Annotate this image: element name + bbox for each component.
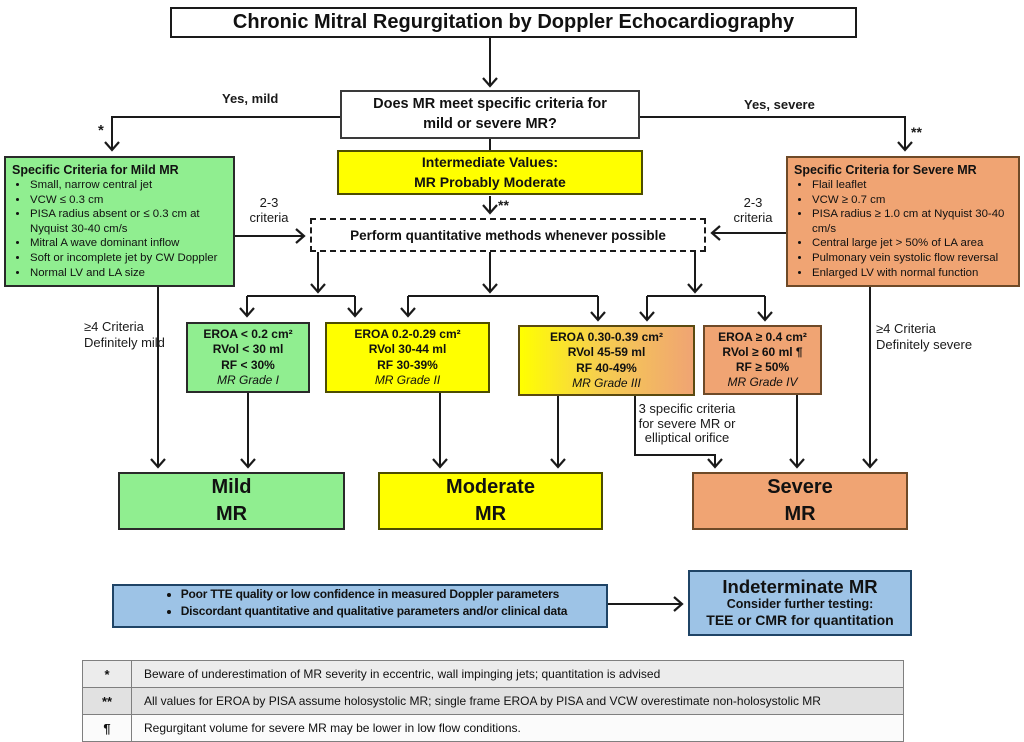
indeterminate-title: Indeterminate MR	[722, 576, 878, 598]
footnote-symbol: **	[83, 688, 132, 714]
bullet-item: Enlarged LV with normal function	[811, 266, 1012, 281]
label-ge4-definitely-severe: ≥4 Criteria Definitely severe	[876, 321, 973, 353]
bullet-item: VCW ≥ 0.7 cm	[811, 193, 1012, 208]
mild-criteria-list: Small, narrow central jetVCW ≤ 0.3 cmPIS…	[12, 178, 227, 280]
label-3-specific-criteria: 3 specific criteria for severe MR or ell…	[638, 401, 736, 446]
bullet-item: PISA radius ≥ 1.0 cm at Nyquist 30-40 cm…	[811, 207, 1012, 236]
uncertainty-list: Poor TTE quality or low confidence in me…	[153, 586, 568, 621]
grade2-label: MR Grade II	[374, 372, 441, 387]
label-ge4-definitely-mild: ≥4 Criteria Definitely mild	[84, 319, 165, 351]
page-title: Chronic Mitral Regurgitation by Doppler …	[170, 7, 857, 38]
grade1-rf: RF < 30%	[221, 357, 275, 372]
footnote-symbol: ¶	[83, 715, 132, 741]
arrow-yes-severe	[640, 116, 913, 152]
footnote-doublestar-marker-right: **	[911, 124, 922, 140]
grade4-rvol: RVol ≥ 60 ml ¶	[722, 344, 803, 359]
bullet-item: VCW ≤ 0.3 cm	[29, 193, 227, 208]
indeterminate-mr-box: Indeterminate MR Consider further testin…	[688, 570, 912, 636]
bullet-item: Central large jet > 50% of LA area	[811, 236, 1012, 251]
mr-grade-1-box: EROA < 0.2 cm² RVol < 30 ml RF < 30% MR …	[186, 322, 310, 393]
bullet-item: Poor TTE quality or low confidence in me…	[181, 586, 568, 603]
grade1-rvol: RVol < 30 ml	[212, 342, 284, 357]
label-23-criteria-left: 2-3 criteria	[249, 195, 289, 225]
uncertainty-criteria-box: Poor TTE quality or low confidence in me…	[112, 584, 608, 628]
severe-criteria-list: Flail leafletVCW ≥ 0.7 cmPISA radius ≥ 1…	[794, 178, 1012, 280]
grade1-label: MR Grade I	[216, 372, 279, 387]
severe-criteria-title: Specific Criteria for Severe MR	[794, 163, 977, 177]
bullet-item: PISA radius absent or ≤ 0.3 cm at Nyquis…	[29, 207, 227, 236]
arrow-yes-mild	[104, 116, 340, 152]
footnote-text: Beware of underestimation of MR severity…	[144, 667, 661, 681]
grade2-rvol: RVol 30-44 ml	[368, 342, 447, 357]
label-23-criteria-right: 2-3 criteria	[733, 195, 773, 225]
footnote-row: ** All values for EROA by PISA assume ho…	[83, 688, 903, 715]
grade4-eroa: EROA ≥ 0.4 cm²	[718, 329, 807, 344]
footnote-star-marker-left: *	[98, 122, 104, 139]
mr-grade-4-box: EROA ≥ 0.4 cm² RVol ≥ 60 ml ¶ RF ≥ 50% M…	[703, 325, 822, 395]
mild-criteria-title: Specific Criteria for Mild MR	[12, 163, 179, 177]
footnote-symbol: *	[83, 661, 132, 687]
mr-grade-3-box: EROA 0.30-0.39 cm² RVol 45-59 ml RF 40-4…	[518, 325, 695, 396]
bullet-item: Soft or incomplete jet by CW Doppler	[29, 251, 227, 266]
footnote-row: * Beware of underestimation of MR severi…	[83, 661, 903, 688]
bullet-item: Discordant quantitative and qualitative …	[181, 603, 568, 620]
footnote-text: Regurgitant volume for severe MR may be …	[144, 721, 521, 735]
grade3-rvol: RVol 45-59 ml	[567, 345, 646, 360]
mr-grade-2-box: EROA 0.2-0.29 cm² RVol 30-44 ml RF 30-39…	[325, 322, 490, 393]
severe-mr-box: Severe MR	[692, 472, 908, 530]
grade2-eroa: EROA 0.2-0.29 cm²	[354, 327, 461, 342]
bullet-item: Pulmonary vein systolic flow reversal	[811, 251, 1012, 266]
indeterminate-line2: Consider further testing:	[726, 597, 874, 612]
question-box: Does MR meet specific criteria for mild …	[340, 90, 640, 139]
mild-criteria-box: Specific Criteria for Mild MR Small, nar…	[4, 156, 235, 287]
grade4-rf: RF ≥ 50%	[735, 360, 790, 374]
quantitative-methods-box: Perform quantitative methods whenever po…	[310, 218, 706, 252]
label-yes-severe: Yes, severe	[744, 97, 815, 112]
grade1-eroa: EROA < 0.2 cm²	[203, 327, 293, 342]
footnote-table: * Beware of underestimation of MR severi…	[82, 660, 904, 742]
bullet-item: Small, narrow central jet	[29, 178, 227, 193]
severe-criteria-box: Specific Criteria for Severe MR Flail le…	[786, 156, 1020, 287]
indeterminate-line3: TEE or CMR for quantitation	[706, 612, 894, 629]
bullet-item: Flail leaflet	[811, 178, 1012, 193]
grade4-label: MR Grade IV	[727, 375, 798, 390]
grade2-rf: RF 30-39%	[377, 357, 438, 372]
grade3-label: MR Grade III	[572, 375, 641, 390]
footnote-row: ¶ Regurgitant volume for severe MR may b…	[83, 715, 903, 741]
label-yes-mild: Yes, mild	[222, 91, 279, 106]
footnote-text: All values for EROA by PISA assume holos…	[144, 694, 821, 708]
grade3-eroa: EROA 0.30-0.39 cm²	[550, 330, 663, 345]
mild-mr-box: Mild MR	[118, 472, 345, 530]
bullet-item: Mitral A wave dominant inflow	[29, 236, 227, 251]
grade3-rf: RF 40-49%	[576, 360, 637, 375]
footnote-doublestar-marker-middle: **	[498, 197, 509, 213]
moderate-mr-box: Moderate MR	[378, 472, 603, 530]
intermediate-values-box: Intermediate Values: MR Probably Moderat…	[337, 150, 643, 195]
bullet-item: Normal LV and LA size	[29, 266, 227, 281]
